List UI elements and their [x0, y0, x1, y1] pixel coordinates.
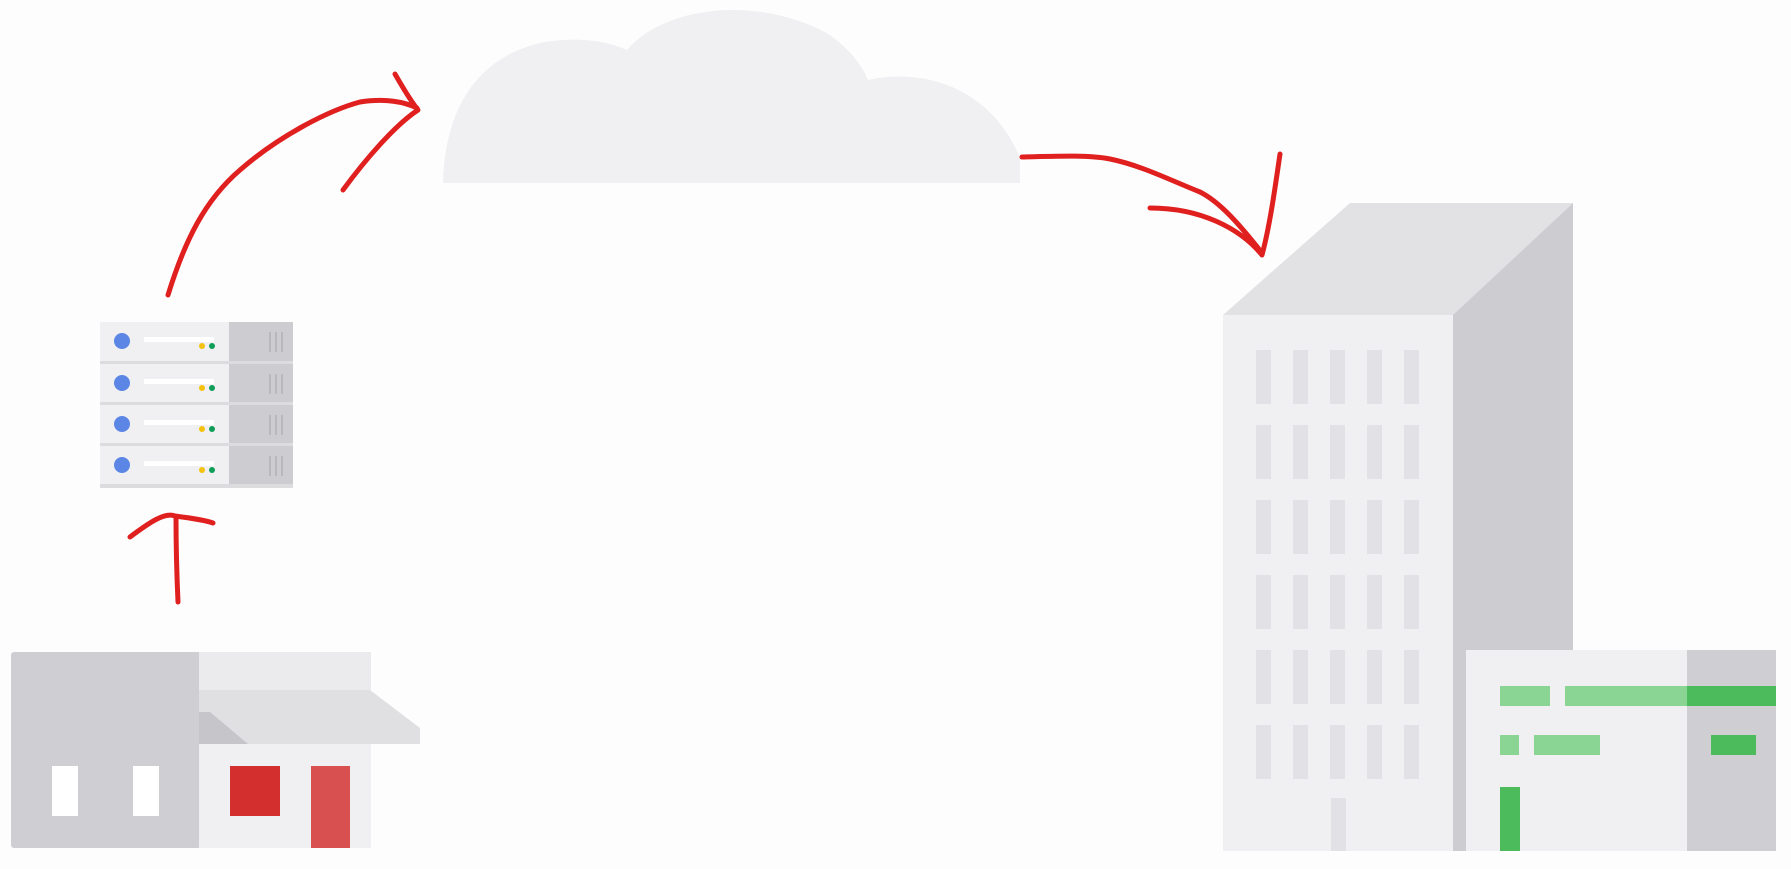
storefront-awning	[199, 690, 420, 744]
server-led-blue	[114, 333, 130, 349]
arrow-line	[165, 97, 420, 298]
warehouse-bar	[1534, 735, 1600, 755]
server-unit-4	[114, 456, 283, 476]
arrow-cloud-to-building	[1019, 151, 1283, 258]
server-slot-line	[144, 337, 214, 342]
server-led-blue	[114, 416, 130, 432]
server-led-yellow	[199, 426, 205, 432]
storefront-left-block	[11, 652, 201, 848]
cloud-shape	[443, 9, 1020, 183]
storefront-window	[52, 766, 78, 816]
server-divider	[100, 402, 293, 405]
server-slot-line	[144, 420, 214, 425]
arrow-head	[127, 512, 216, 540]
server-led-blue	[114, 375, 130, 391]
server-divider	[100, 443, 293, 446]
server-unit-1	[114, 332, 283, 352]
server-led-yellow	[199, 385, 205, 391]
server-vent	[269, 415, 283, 435]
arrow-line	[1019, 153, 1265, 256]
warehouse-bar	[1500, 686, 1550, 706]
server-led-green	[209, 467, 215, 473]
arrow-line	[173, 514, 181, 605]
arrow-shop-to-server	[127, 512, 216, 605]
server-divider	[100, 361, 293, 364]
storefront-window	[133, 766, 159, 816]
server-unit-2	[114, 374, 283, 394]
server-led-green	[209, 426, 215, 432]
server-unit-3	[114, 415, 283, 435]
warehouse-icon	[1466, 650, 1776, 851]
warehouse-bar	[1500, 735, 1519, 755]
arrow-head	[340, 71, 421, 193]
arrow-server-to-cloud	[165, 71, 421, 298]
storefront-door	[311, 766, 350, 848]
storefront-display-window	[230, 766, 280, 816]
storefront-upper-right	[199, 652, 371, 690]
server-rack-base	[100, 484, 293, 488]
building-door	[1331, 798, 1346, 851]
cloud-icon	[443, 9, 1020, 183]
server-led-yellow	[199, 467, 205, 473]
server-led-green	[209, 343, 215, 349]
warehouse-bar	[1687, 686, 1776, 706]
server-slot-line	[144, 379, 214, 384]
arrow-head	[1147, 151, 1283, 258]
warehouse-bar	[1711, 735, 1756, 755]
server-rack-icon	[100, 322, 293, 488]
server-led-blue	[114, 457, 130, 473]
server-vent	[269, 332, 283, 352]
server-slot-line	[144, 461, 214, 466]
building-windows	[1256, 350, 1419, 779]
storefront-icon	[11, 652, 420, 848]
server-led-yellow	[199, 343, 205, 349]
server-led-green	[209, 385, 215, 391]
building-roof	[1223, 203, 1573, 315]
warehouse-bar	[1500, 787, 1520, 851]
warehouse-bar	[1565, 686, 1687, 706]
server-vent	[269, 456, 283, 476]
server-vent	[269, 374, 283, 394]
